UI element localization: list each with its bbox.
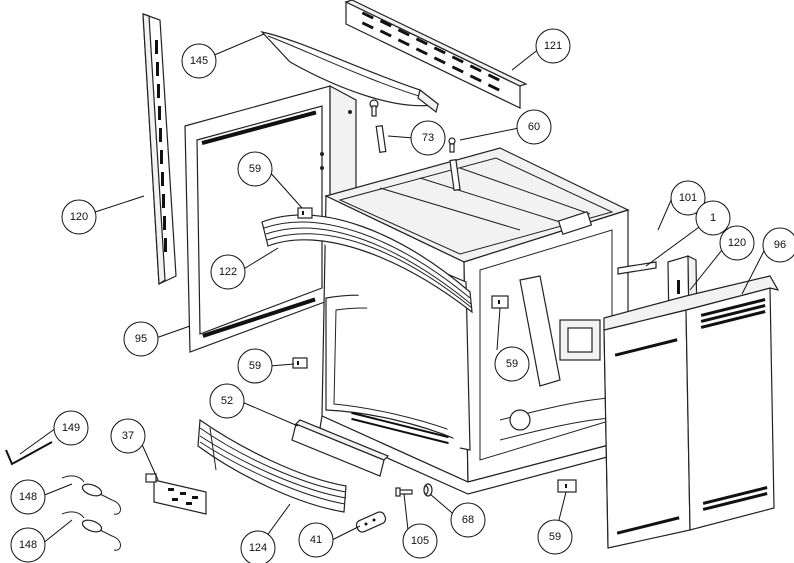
part-59-bracket-a — [297, 207, 313, 219]
part-149-hex-key — [5, 441, 53, 466]
callout-149: 149 — [53, 410, 89, 446]
callout-label: 105 — [411, 535, 429, 547]
part-120-left-side-strip — [142, 13, 177, 286]
callout-73: 73 — [410, 120, 446, 156]
callout-124: 124 — [240, 530, 276, 563]
part-37-control-panel — [145, 473, 207, 515]
callout-148-lower: 148 — [10, 527, 46, 563]
callout-label: 95 — [135, 333, 147, 345]
callout-label: 120 — [728, 237, 746, 249]
callout-label: 124 — [249, 542, 267, 554]
callout-label: 59 — [249, 163, 261, 175]
leader-lines — [19, 33, 766, 549]
callout-120-left: 120 — [61, 199, 97, 235]
part-60-screw — [448, 137, 456, 153]
callout-label: 121 — [544, 40, 562, 52]
callout-96: 96 — [762, 227, 794, 263]
callout-59-upper-left: 59 — [237, 151, 273, 187]
callout-41: 41 — [298, 522, 334, 558]
firebox-main-body — [317, 147, 630, 495]
part-148-spring-upper — [61, 475, 121, 515]
callout-59-center: 59 — [494, 346, 530, 382]
callout-52: 52 — [209, 383, 245, 419]
part-59-bracket-c — [491, 295, 509, 309]
callout-59-mid-left: 59 — [237, 348, 273, 384]
callout-label: 37 — [122, 430, 134, 442]
part-124-lower-louver — [197, 418, 347, 513]
callout-label: 122 — [219, 266, 237, 278]
callout-145: 145 — [181, 43, 217, 79]
part-68-knob — [423, 483, 433, 497]
part-59-bracket-b — [292, 357, 308, 369]
part-52-lower-bar — [291, 419, 390, 477]
callout-59-bottom-right: 59 — [537, 519, 573, 555]
callout-label: 148 — [19, 491, 37, 503]
part-145-top-trim — [260, 31, 440, 114]
callout-120-right: 120 — [719, 225, 755, 261]
callout-label: 60 — [528, 121, 540, 133]
part-1-rod — [617, 261, 657, 275]
part-122-upper-louver — [261, 214, 473, 314]
part-148-spring-lower — [61, 511, 121, 551]
callout-label: 59 — [506, 358, 518, 370]
part-105-pin — [395, 487, 413, 497]
callout-148-upper: 148 — [10, 479, 46, 515]
callout-label: 52 — [221, 395, 233, 407]
callout-label: 149 — [62, 422, 80, 434]
callout-37: 37 — [110, 418, 146, 454]
callout-1: 1 — [695, 200, 731, 236]
part-41-remote — [355, 511, 387, 533]
callout-label: 145 — [190, 55, 208, 67]
callout-label: 101 — [679, 192, 697, 204]
callout-label: 1 — [710, 212, 716, 224]
callout-label: 68 — [462, 514, 474, 526]
callout-label: 41 — [310, 534, 322, 546]
part-96-right-side-panel — [603, 275, 780, 549]
callout-121: 121 — [535, 28, 571, 64]
callout-label: 59 — [549, 531, 561, 543]
callout-105: 105 — [402, 523, 438, 559]
callout-68: 68 — [450, 502, 486, 538]
callout-label: 96 — [774, 239, 786, 251]
part-121-rear-top-panel — [344, 0, 528, 109]
callout-60: 60 — [516, 109, 552, 145]
callout-label: 148 — [19, 539, 37, 551]
callout-122: 122 — [210, 254, 246, 290]
callout-95: 95 — [123, 321, 159, 357]
callout-101: 101 — [670, 180, 706, 216]
callout-label: 59 — [249, 360, 261, 372]
callout-label: 120 — [70, 211, 88, 223]
part-59-bracket-d — [557, 479, 577, 493]
callout-label: 73 — [422, 132, 434, 144]
part-73-bolt — [369, 99, 387, 153]
